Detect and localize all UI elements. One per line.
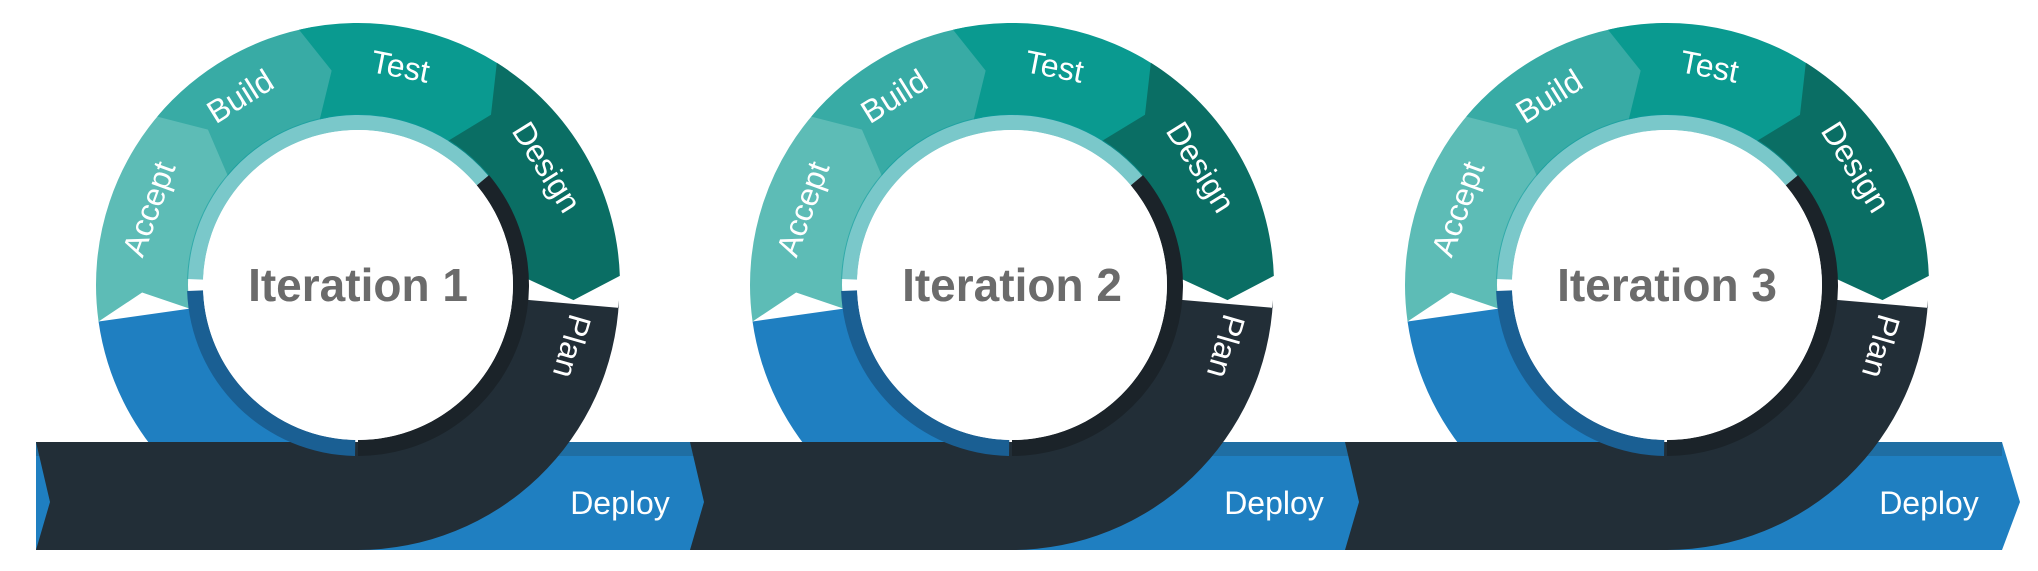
inner-ring-dark — [1012, 175, 1184, 456]
ring-plan-segment — [690, 299, 1274, 550]
inner-ring-teal — [187, 113, 489, 280]
ring-plan-segment — [36, 299, 620, 550]
iteration-title: Iteration 1 — [248, 259, 468, 311]
ring-design-segment — [1757, 62, 1929, 301]
stage-label-deploy: Deploy — [1224, 485, 1324, 521]
center-circle — [203, 130, 513, 440]
ring-build-segment — [811, 26, 997, 176]
inner-ring-teal — [841, 113, 1143, 280]
ring-accept-segment — [1405, 99, 1547, 322]
inner-ring-blue — [841, 290, 1010, 456]
stage-label-deploy: Deploy — [1879, 485, 1979, 521]
ring-design-segment — [448, 62, 620, 301]
ring-build-segment — [157, 26, 343, 176]
inner-ring-teal — [1496, 114, 1798, 280]
center-circle — [1512, 130, 1822, 440]
ring-accept-segment — [96, 99, 238, 322]
iteration-title: Iteration 2 — [902, 259, 1122, 311]
iteration-title: Iteration 3 — [1557, 259, 1777, 311]
ring-plan-segment — [1345, 299, 1929, 550]
ring-build-segment — [1466, 26, 1652, 176]
ring-design-segment — [1102, 62, 1274, 301]
ring-accept-segment — [750, 99, 892, 322]
stage-label-deploy: Deploy — [570, 485, 670, 521]
center-circle — [857, 130, 1167, 440]
inner-ring-dark — [1667, 175, 1838, 456]
inner-ring-dark — [358, 175, 529, 456]
inner-ring-blue — [187, 290, 356, 456]
inner-ring-blue — [1496, 290, 1665, 456]
